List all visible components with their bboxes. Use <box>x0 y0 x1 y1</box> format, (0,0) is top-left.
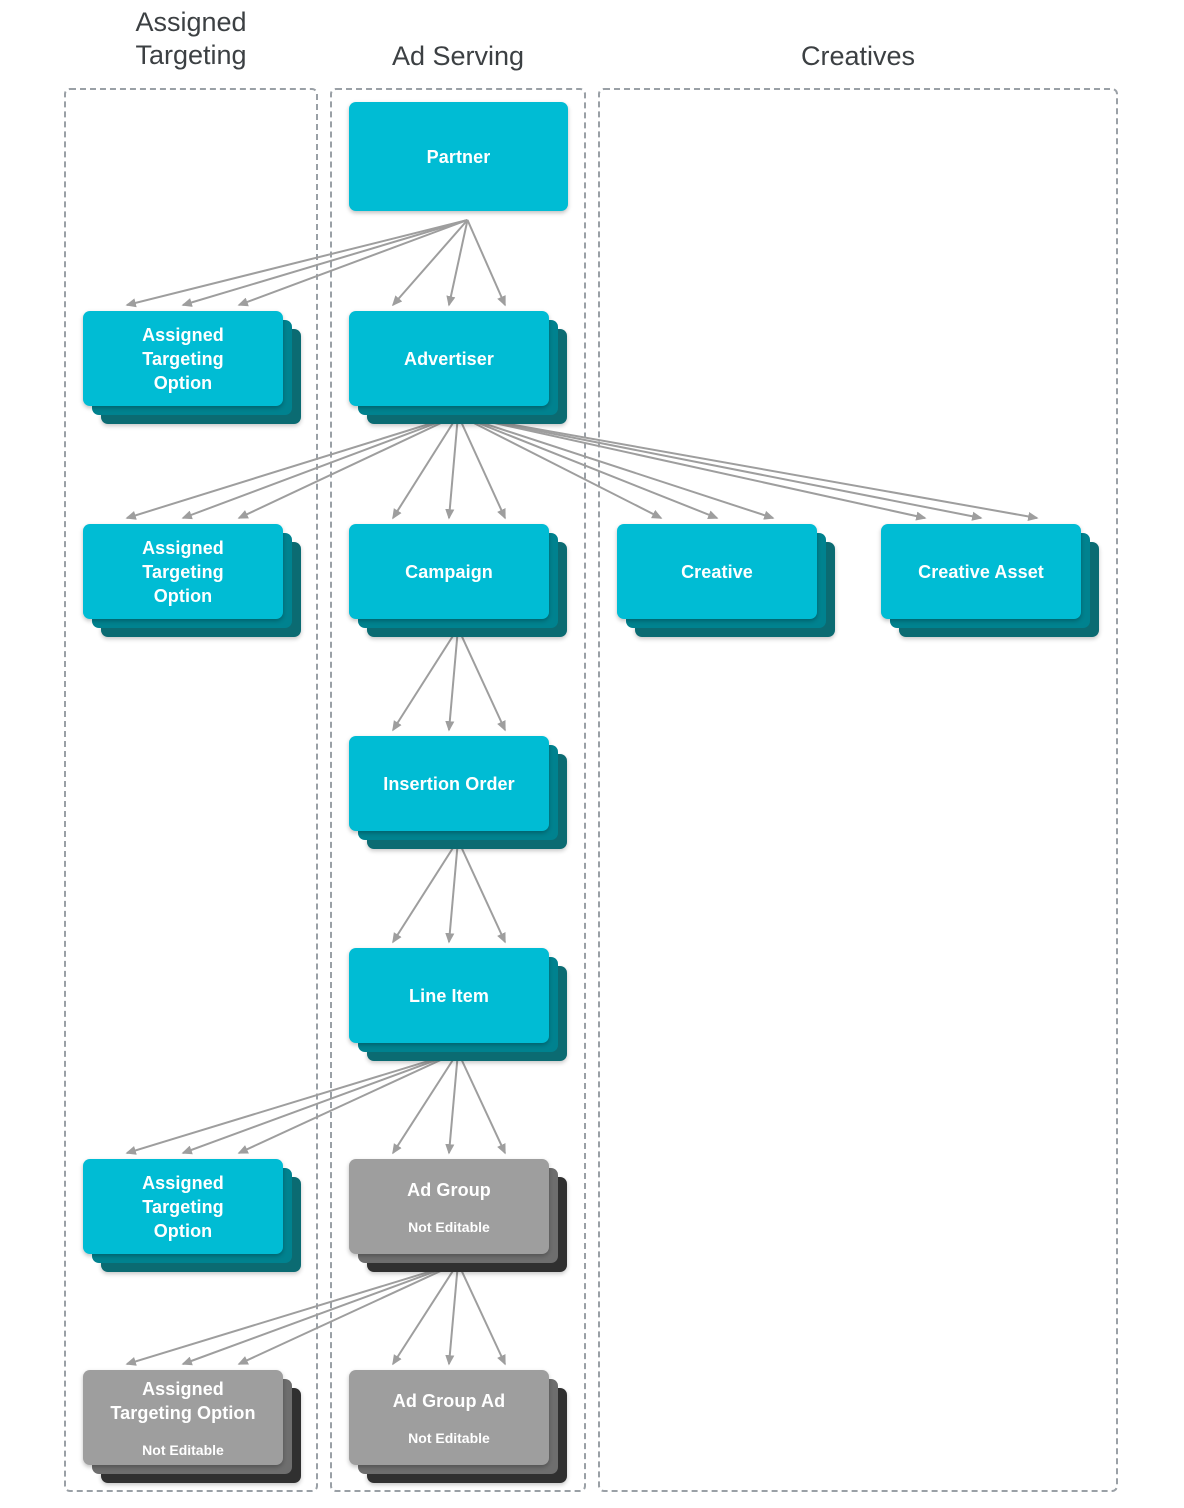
node-sublabel: Not Editable <box>408 1429 490 1446</box>
node-front-card[interactable]: Advertiser <box>349 311 549 406</box>
node-label: Insertion Order <box>383 773 515 794</box>
node-label: Campaign <box>405 561 493 582</box>
node-label: Creative Asset <box>918 561 1044 582</box>
node-label: Partner <box>426 146 491 167</box>
node-line-item[interactable]: Line Item <box>349 948 567 1061</box>
node-label: Line Item <box>409 985 489 1006</box>
node-partner[interactable]: Partner <box>349 102 586 229</box>
group-box-ad-serving <box>330 88 586 1492</box>
node-label: Assigned Targeting Option <box>142 324 224 393</box>
group-box-creatives <box>598 88 1118 1492</box>
node-label: Ad Group <box>407 1179 491 1200</box>
node-ato-line-item[interactable]: Assigned Targeting Option <box>83 1159 301 1272</box>
node-advertiser[interactable]: Advertiser <box>349 311 567 424</box>
node-creative[interactable]: Creative <box>617 524 835 637</box>
node-front-card[interactable]: Assigned Targeting Option <box>83 524 283 619</box>
column-title-assigned-targeting: Assigned Targeting <box>135 7 247 70</box>
node-ato-advertiser[interactable]: Assigned Targeting Option <box>83 524 301 637</box>
node-label: Creative <box>681 561 753 582</box>
node-label: Assigned Targeting Option <box>110 1378 256 1423</box>
node-front-card[interactable]: Assigned Targeting Option <box>83 311 283 406</box>
node-front-card[interactable]: Insertion Order <box>349 736 549 831</box>
node-front-card[interactable]: Creative <box>617 524 817 619</box>
node-front-card[interactable]: Campaign <box>349 524 549 619</box>
node-front-card[interactable]: Creative Asset <box>881 524 1081 619</box>
node-insertion-order[interactable]: Insertion Order <box>349 736 567 849</box>
node-ad-group-ad[interactable]: Ad Group Ad Not Editable <box>349 1370 567 1483</box>
node-sublabel: Not Editable <box>142 1441 224 1458</box>
group-box-assigned-targeting <box>64 88 318 1492</box>
node-front-card[interactable]: Ad Group Ad Not Editable <box>349 1370 549 1465</box>
column-title-ad-serving: Ad Serving <box>391 41 525 71</box>
column-title-creatives: Creatives <box>800 41 916 71</box>
node-front-card[interactable]: Line Item <box>349 948 549 1043</box>
node-sublabel: Not Editable <box>408 1218 490 1235</box>
node-label: Assigned Targeting Option <box>142 1172 224 1241</box>
node-front-card[interactable]: Partner <box>349 102 568 211</box>
node-label: Assigned Targeting Option <box>142 537 224 606</box>
node-ato-partner[interactable]: Assigned Targeting Option <box>83 311 301 424</box>
node-label: Advertiser <box>403 348 495 369</box>
node-front-card[interactable]: Assigned Targeting Option <box>83 1159 283 1254</box>
node-label: Ad Group Ad <box>392 1390 506 1411</box>
node-campaign[interactable]: Campaign <box>349 524 567 637</box>
node-creative-asset[interactable]: Creative Asset <box>881 524 1099 637</box>
